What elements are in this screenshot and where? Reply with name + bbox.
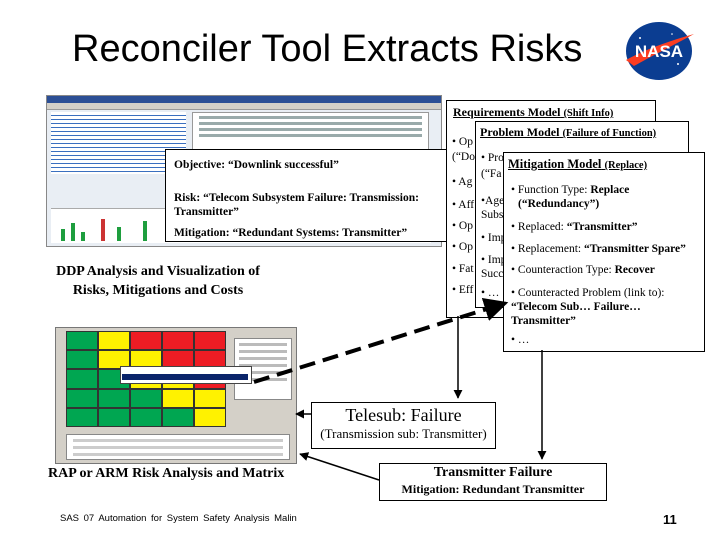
risk-matrix-cell bbox=[194, 407, 226, 427]
ddp-risk-popup: Objective: “Downlink successful” Risk: “… bbox=[165, 149, 451, 242]
prob-fragment: •Age bbox=[481, 195, 505, 207]
risk-matrix-cell bbox=[194, 331, 226, 351]
risk-matrix-cell bbox=[98, 407, 130, 427]
risk-matrix-cell bbox=[162, 407, 194, 427]
req-fragment: • Ag bbox=[452, 176, 473, 188]
risk-matrix-cell bbox=[98, 388, 130, 408]
requirements-model-heading: Requirements Model (Shift Info) bbox=[453, 105, 614, 119]
prob-fragment: • Pro bbox=[481, 152, 504, 164]
risk-matrix-cell bbox=[130, 388, 162, 408]
prob-fragment: • Imp bbox=[481, 254, 507, 266]
slide-footer: SAS 07 Automation for System Safety Anal… bbox=[60, 513, 297, 524]
risk-matrix-cell bbox=[162, 331, 194, 351]
slide-title: Reconciler Tool Extracts Risks bbox=[72, 28, 583, 70]
mitigation-counteracted-problem: • Counteracted Problem (link to): bbox=[511, 287, 665, 299]
mitigation-more: • … bbox=[511, 334, 530, 346]
risk-matrix-cell bbox=[98, 350, 130, 370]
detail-pane bbox=[192, 112, 429, 154]
risk-matrix-cell bbox=[66, 388, 98, 408]
ddp-caption: DDP Analysis and Visualization of Risks,… bbox=[56, 264, 260, 298]
mitigation-model-heading: Mitigation Model (Replace) bbox=[508, 157, 648, 171]
telesub-subtitle: (Transmission sub: Transmitter) bbox=[320, 426, 487, 441]
risk-matrix-cell bbox=[66, 350, 98, 370]
tree-list bbox=[51, 112, 186, 174]
mitigation-model-box: Mitigation Model (Replace) • Function Ty… bbox=[503, 152, 705, 352]
risk-matrix-cell bbox=[66, 369, 98, 389]
transmitter-title: Transmitter Failure bbox=[433, 465, 553, 480]
telesub-failure-box: Telesub: Failure (Transmission sub: Tran… bbox=[311, 402, 496, 449]
telesub-title: Telesub: Failure bbox=[345, 405, 462, 425]
req-fragment: • Op bbox=[452, 136, 473, 148]
risk-matrix-cell bbox=[130, 331, 162, 351]
risk-text: Risk: “Telecom Subsystem Failure: Transm… bbox=[174, 192, 419, 218]
page-number: 11 bbox=[663, 512, 677, 527]
mitigation-text: Mitigation: “Redundant Systems: Transmit… bbox=[174, 227, 408, 239]
risk-matrix-cell bbox=[66, 331, 98, 351]
risk-matrix-cell bbox=[162, 388, 194, 408]
rap-caption: RAP or ARM Risk Analysis and Matrix bbox=[48, 466, 285, 481]
mitigation-function-type: • Function Type: Replace bbox=[511, 184, 630, 196]
objective-text: Objective: “Downlink successful” bbox=[174, 159, 339, 171]
nasa-logo-text: NASA bbox=[635, 42, 683, 61]
prob-fragment: • … bbox=[481, 287, 500, 299]
req-fragment: • Op bbox=[452, 220, 473, 232]
problem-model-heading: Problem Model (Failure of Function) bbox=[480, 125, 657, 139]
mitigation-replacement: • Replacement: “Transmitter Spare” bbox=[511, 243, 686, 255]
req-fragment: • Aff bbox=[452, 199, 475, 211]
nasa-logo: NASA bbox=[626, 22, 694, 80]
risk-matrix-cell bbox=[194, 388, 226, 408]
mitigation-redundancy: (“Redundancy”) bbox=[518, 198, 600, 210]
req-fragment: • Eff bbox=[452, 284, 474, 296]
prob-fragment: • Imp bbox=[481, 232, 507, 244]
req-fragment: (“Do bbox=[452, 151, 475, 163]
risk-matrix-cell bbox=[130, 407, 162, 427]
arrow-transmitter-to-matrix bbox=[299, 452, 380, 481]
mitigation-counteraction-type: • Counteraction Type: Recover bbox=[511, 264, 655, 276]
risk-matrix-screenshot bbox=[55, 327, 297, 464]
req-fragment: • Op bbox=[452, 241, 473, 253]
window-title-bar bbox=[47, 96, 441, 103]
prob-fragment: (“Fa bbox=[481, 168, 502, 180]
toolbar bbox=[47, 103, 441, 110]
prob-fragment: Subs bbox=[481, 209, 504, 221]
selected-row-highlight bbox=[122, 374, 248, 380]
transmitter-subtitle: Mitigation: Redundant Transmitter bbox=[401, 482, 585, 496]
transmitter-failure-box: Transmitter Failure Mitigation: Redundan… bbox=[379, 463, 607, 501]
req-fragment: • Fat bbox=[452, 263, 474, 275]
mitigation-replaced: • Replaced: “Transmitter” bbox=[511, 221, 638, 233]
risk-matrix-cell bbox=[98, 331, 130, 351]
mitigation-link-text: “Telecom Sub… Failure… bbox=[511, 301, 641, 313]
risk-matrix-cell bbox=[66, 407, 98, 427]
prob-fragment: Succ bbox=[481, 268, 504, 280]
risk-matrix-grid bbox=[66, 331, 226, 427]
matrix-lower-panel bbox=[66, 434, 290, 460]
mitigation-link-text: Transmitter” bbox=[511, 315, 576, 327]
